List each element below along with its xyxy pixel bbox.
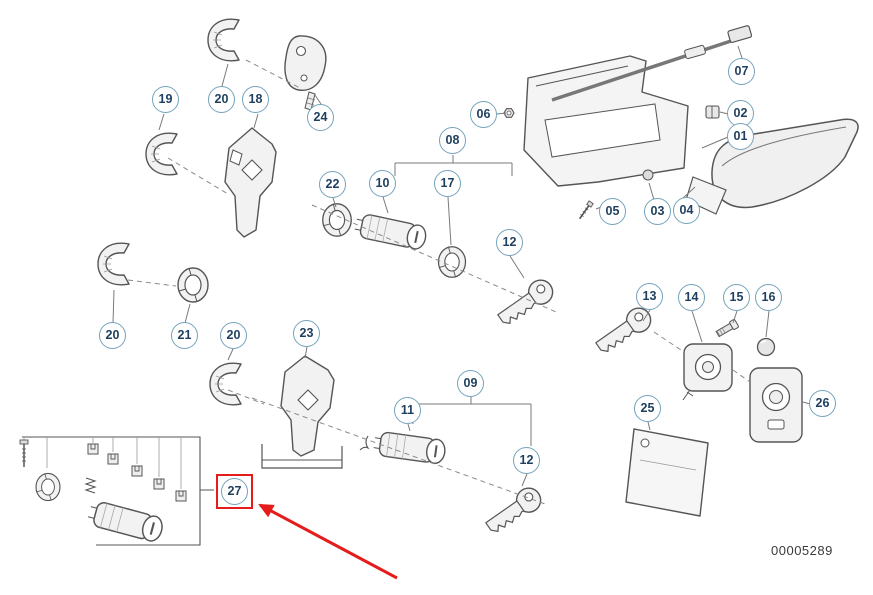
- part-key-13: [591, 302, 657, 359]
- part-bracket-23: [261, 355, 343, 469]
- part-group-27: [19, 436, 214, 546]
- callout-12[interactable]: 12: [496, 229, 523, 256]
- callout-19[interactable]: 19: [152, 86, 179, 113]
- part-lock-cylinder-11: [359, 429, 448, 466]
- callout-20[interactable]: 20: [208, 86, 235, 113]
- part-small-clip: [175, 490, 187, 502]
- callout-12[interactable]: 12: [513, 447, 540, 474]
- callout-20[interactable]: 20: [220, 322, 247, 349]
- part-housing-14: [682, 343, 733, 401]
- part-clip-20-low: [209, 362, 242, 406]
- part-small-clip: [153, 478, 165, 490]
- callout-27[interactable]: 27: [216, 474, 253, 509]
- part-cap-16: [756, 337, 776, 357]
- callout-24[interactable]: 24: [307, 104, 334, 131]
- callout-20[interactable]: 20: [99, 322, 126, 349]
- callout-07[interactable]: 07: [728, 58, 755, 85]
- part-frame-assembly: [503, 25, 753, 220]
- part-rod-end-07: [727, 25, 753, 43]
- callout-22[interactable]: 22: [319, 171, 346, 198]
- callout-01[interactable]: 01: [727, 123, 754, 150]
- part-lock-cylinder-10: [352, 211, 429, 252]
- callout-02[interactable]: 02: [727, 100, 754, 127]
- part-small-clip: [107, 453, 119, 465]
- callout-09[interactable]: 09: [457, 370, 484, 397]
- callout-06[interactable]: 06: [470, 101, 497, 128]
- callout-21[interactable]: 21: [171, 322, 198, 349]
- part-washer: [35, 472, 61, 502]
- part-plate-24: [284, 35, 327, 111]
- part-key-12-upper: [493, 274, 559, 331]
- callout-13[interactable]: 13: [636, 283, 663, 310]
- callout-16[interactable]: 16: [755, 284, 782, 311]
- part-small-clip: [131, 465, 143, 477]
- part-handle-01: [685, 118, 859, 215]
- part-bezel-04: [685, 176, 727, 215]
- pointer-arrow: [258, 503, 398, 580]
- part-bracket-18: [224, 127, 277, 238]
- part-clip-02: [705, 105, 720, 119]
- callout-23[interactable]: 23: [293, 320, 320, 347]
- part-housing-26: [749, 367, 803, 443]
- part-cylinder-complete: [85, 498, 166, 545]
- leader-lines: [112, 45, 811, 487]
- callout-11[interactable]: 11: [394, 397, 421, 424]
- callout-26[interactable]: 26: [809, 390, 836, 417]
- callout-08[interactable]: 08: [439, 127, 466, 154]
- part-screw-05: [579, 200, 594, 220]
- callout-03[interactable]: 03: [644, 198, 671, 225]
- part-stud-03: [642, 169, 654, 181]
- part-plate-25: [625, 428, 709, 517]
- part-spring: [84, 477, 97, 494]
- assembly-axes: [127, 59, 751, 506]
- callout-14[interactable]: 14: [678, 284, 705, 311]
- part-ring-17: [437, 246, 467, 278]
- part-key-12-lower: [481, 482, 547, 539]
- callout-18[interactable]: 18: [242, 86, 269, 113]
- part-small-clip: [87, 443, 99, 455]
- document-number: 00005289: [771, 543, 833, 558]
- callout-25[interactable]: 25: [634, 395, 661, 422]
- callout-05[interactable]: 05: [599, 198, 626, 225]
- part-pin-15: [715, 319, 739, 338]
- callout-10[interactable]: 10: [369, 170, 396, 197]
- part-clip-19: [145, 132, 178, 176]
- part-clip-20-top: [207, 18, 240, 62]
- callout-17[interactable]: 17: [434, 170, 461, 197]
- callout-15[interactable]: 15: [723, 284, 750, 311]
- part-ring-21: [177, 267, 209, 303]
- callout-04[interactable]: 04: [673, 197, 700, 224]
- part-screw-small: [19, 439, 29, 467]
- part-clip-20-mid: [97, 242, 130, 286]
